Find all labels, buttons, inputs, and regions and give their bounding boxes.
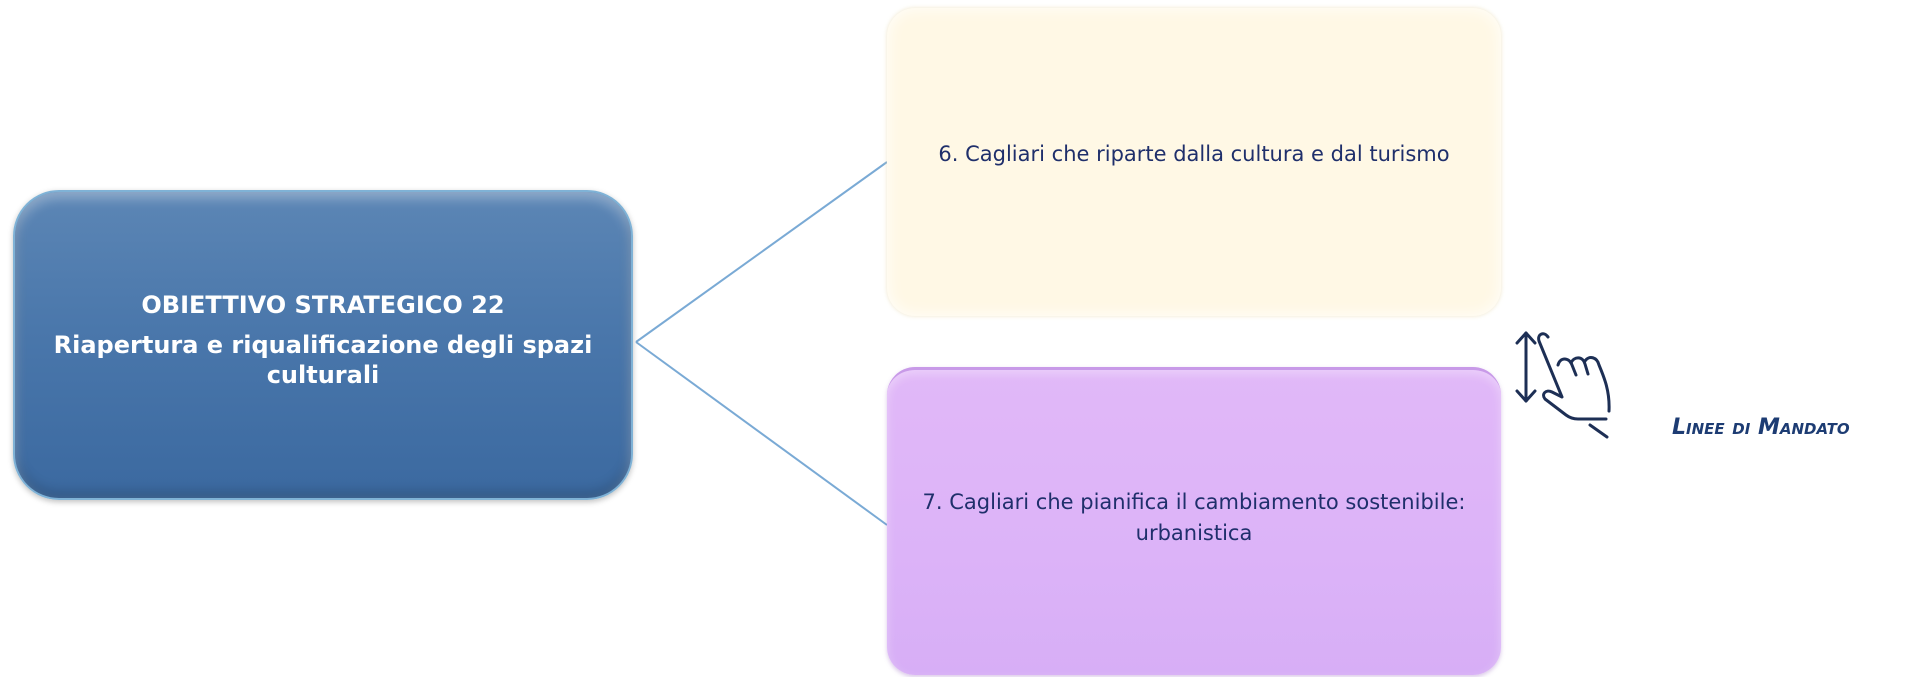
hand-swipe-vertical-icon — [1515, 331, 1611, 439]
mandate-line-label-6: 6. Cagliari che riparte dalla cultura e … — [938, 141, 1450, 166]
objective-title: OBIETTIVO STRATEGICO 22 — [141, 291, 505, 319]
legend-label: Linee di Mandato — [1672, 415, 1850, 440]
mandate-line-label-7: 7. Cagliari che pianifica il cambiamento… — [922, 489, 1466, 545]
objective-subtitle: Riapertura e riqualificazione degli spaz… — [53, 331, 593, 389]
connector-line-bottom — [635, 341, 888, 526]
mandate-line-box-6: 6. Cagliari che riparte dalla cultura e … — [887, 8, 1501, 316]
connector-line-top — [635, 161, 888, 343]
strategic-objective-box: OBIETTIVO STRATEGICO 22 Riapertura e riq… — [13, 190, 633, 500]
mandate-line-box-7: 7. Cagliari che pianifica il cambiamento… — [887, 367, 1501, 675]
